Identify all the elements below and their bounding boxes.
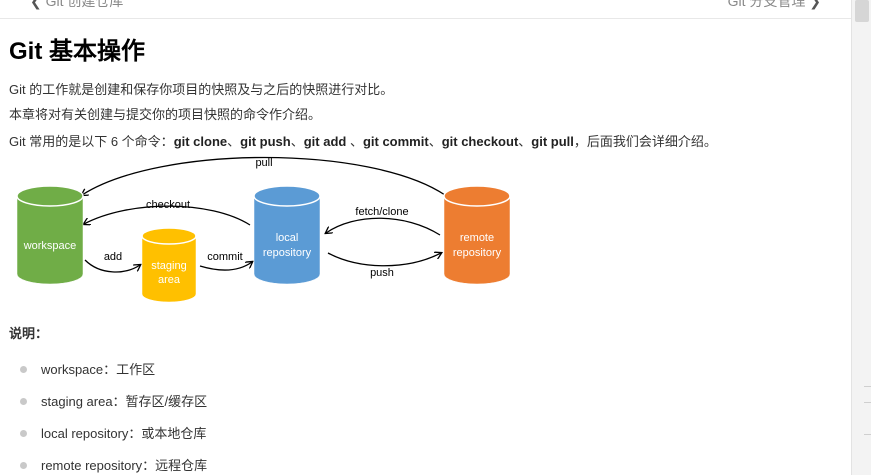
explanation-heading: 说明： (9, 326, 49, 341)
separator: 、 (518, 134, 532, 149)
cmd-git-clone: git clone (173, 134, 228, 149)
fetch-clone-arrow (326, 217, 441, 236)
prev-page-label: Git 创建仓库 (45, 0, 124, 9)
chevron-right-icon: ❯ (809, 0, 821, 9)
list-item-text: local repository：或本地仓库 (41, 426, 207, 441)
bullet-icon (20, 430, 27, 438)
page-navigation: ❮ Git 创建仓库 Git 分支管理 ❯ (0, 0, 851, 19)
scrollbar-thumb[interactable] (855, 0, 869, 22)
remote-label-line2: repository (453, 247, 502, 259)
workspace-cylinder: workspace (16, 185, 84, 285)
add-arrow (84, 259, 140, 273)
local-label-line1: local (276, 232, 299, 244)
cmd-git-checkout: git checkout (441, 134, 519, 149)
fetch-clone-label: fetch/clone (355, 206, 408, 218)
staging-label-line1: staging (151, 260, 186, 272)
separator: 、 (346, 134, 363, 149)
commit-label: commit (207, 251, 242, 263)
list-item: staging area：暂存区/缓存区 (20, 391, 207, 410)
pull-label: pull (255, 157, 272, 169)
bullet-icon (20, 398, 27, 406)
bullet-icon (20, 462, 27, 470)
bullet-icon (20, 366, 27, 374)
intro-paragraph-2: 本章将对有关创建与提交你的项目快照的命令作介绍。 (9, 107, 322, 122)
local-repository-cylinder: local repository (253, 185, 321, 285)
list-item: local repository：或本地仓库 (20, 423, 206, 442)
cmd-git-commit: git commit (362, 134, 429, 149)
list-item-text: staging area：暂存区/缓存区 (41, 394, 208, 409)
add-label: add (104, 251, 122, 263)
checkout-label: checkout (146, 199, 190, 211)
scrollbar[interactable] (851, 0, 871, 475)
pull-arrow (82, 156, 446, 196)
scrollbar-marker (864, 402, 871, 403)
commit-arrow (199, 262, 252, 271)
push-arrow (327, 253, 441, 267)
workspace-label: workspace (23, 240, 77, 252)
cmd-git-push: git push (240, 134, 291, 149)
next-page-label: Git 分支管理 (727, 0, 806, 9)
staging-label-line2: area (158, 274, 181, 286)
list-item: workspace：工作区 (20, 359, 155, 378)
scrollbar-marker (864, 386, 871, 387)
commands-prefix: Git 常用的是以下 6 个命令： (9, 134, 174, 149)
remote-label-line1: remote (460, 232, 494, 244)
separator: 、 (227, 134, 241, 149)
list-item-text: workspace：工作区 (41, 362, 156, 377)
separator: 、 (428, 134, 442, 149)
cmd-git-add: git add (303, 134, 347, 149)
page-title: Git 基本操作 (9, 38, 145, 65)
separator: 、 (290, 134, 304, 149)
list-item: remote repository：远程仓库 (20, 455, 207, 474)
local-label-line2: repository (263, 247, 312, 259)
prev-page-link[interactable]: ❮ Git 创建仓库 (30, 0, 123, 11)
chevron-left-icon: ❮ (30, 0, 42, 9)
scrollbar-marker (864, 434, 871, 435)
remote-repository-cylinder: remote repository (443, 185, 511, 285)
commands-suffix: ，后面我们会详细介绍。 (573, 134, 717, 149)
git-workflow-diagram: pull checkout fetch/clone add commit pus… (16, 156, 511, 303)
cmd-git-pull: git pull (531, 134, 574, 149)
staging-area-cylinder: staging area (141, 227, 197, 303)
intro-paragraph-1: Git 的工作就是创建和保存你项目的快照及与之后的快照进行对比。 (9, 82, 394, 97)
checkout-arrow (84, 205, 251, 226)
list-item-text: remote repository：远程仓库 (41, 458, 208, 473)
push-label: push (370, 267, 394, 279)
intro-paragraph-3: Git 常用的是以下 6 个命令：git clone、git push、git … (9, 131, 717, 150)
next-page-link[interactable]: Git 分支管理 ❯ (728, 0, 821, 11)
